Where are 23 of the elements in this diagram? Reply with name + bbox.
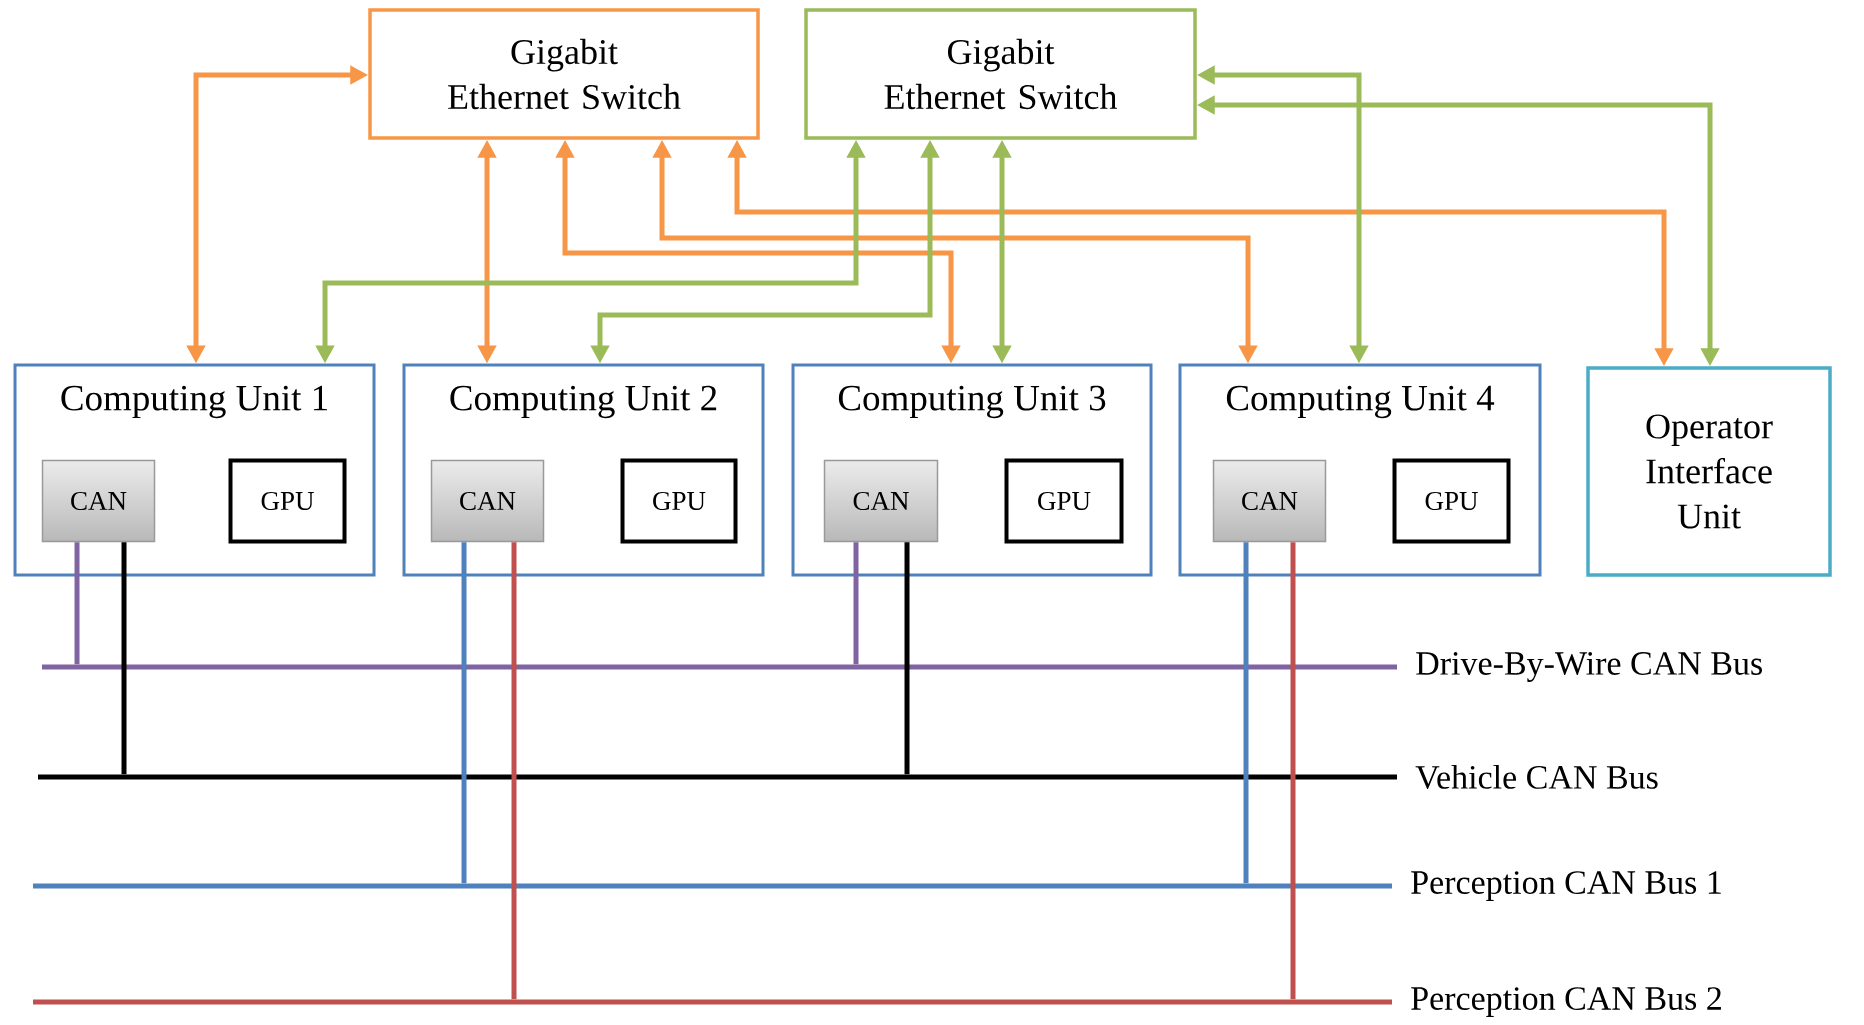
bus-label: Drive-By-Wire CAN Bus [1416, 652, 1762, 682]
interface-unit-box: Operator Interface Unit [1586, 366, 1832, 577]
gpu-box: GPU [620, 458, 738, 544]
can-box: CAN [823, 459, 939, 543]
connector-line [511, 542, 517, 1000]
bus-label: Perception CAN Bus 2 [1411, 987, 1721, 1017]
switch-box: Gigabit Ethernet Switch [368, 8, 760, 140]
gpu-box: GPU [228, 458, 347, 544]
bus-label: Vehicle CAN Bus [1415, 764, 1658, 790]
connector-line [904, 542, 910, 775]
connector-line [121, 542, 127, 775]
gpu-box: GPU [1392, 458, 1511, 544]
connector-line [1243, 542, 1249, 884]
connector-line [461, 542, 467, 884]
can-box: CAN [1212, 459, 1327, 543]
can-box: CAN [41, 459, 156, 543]
gpu-box: GPU [1004, 458, 1124, 544]
switch-box: Gigabit Ethernet Switch [804, 8, 1197, 140]
bus-label: Perception CAN Bus 1 [1411, 871, 1721, 901]
connector-line [853, 542, 859, 665]
connector-line [74, 542, 80, 665]
connector-line [1290, 542, 1296, 1000]
can-box: CAN [430, 459, 545, 543]
